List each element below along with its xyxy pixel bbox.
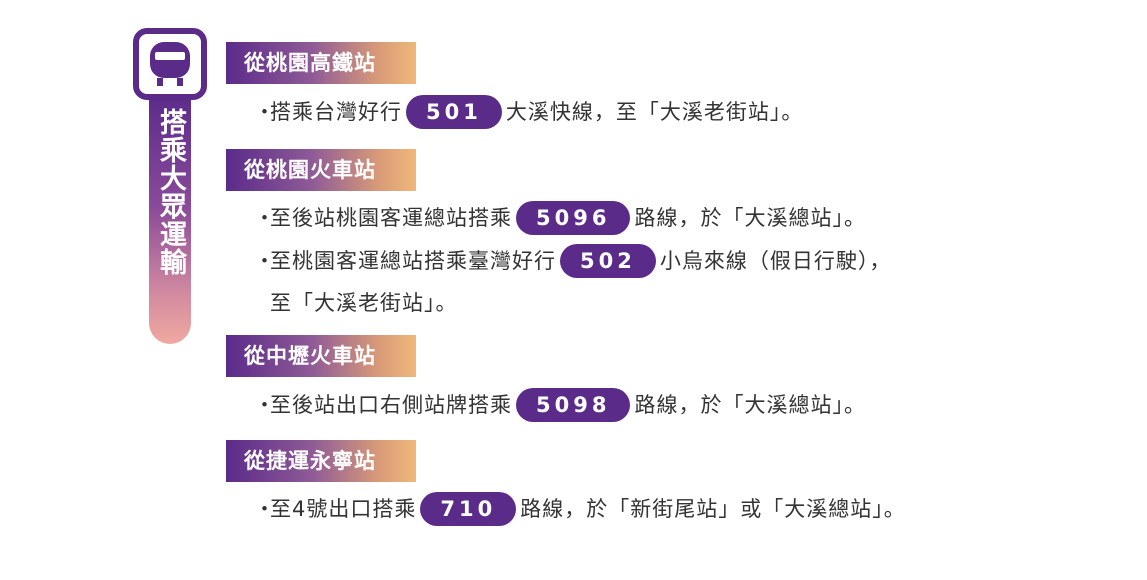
bullet: ・	[254, 206, 276, 230]
line-text-after: 路線，於「大溪總站」。	[634, 206, 866, 230]
route-line-5098: ・ 至後站出口右側站牌搭乘 5098 路線，於「大溪總站」。	[254, 385, 866, 425]
section-header-zhongli-station: 從中壢火車站	[226, 335, 416, 377]
bullet: ・	[254, 393, 276, 417]
route-number-badge: 710	[420, 492, 517, 526]
route-line-5096: ・ 至後站桃園客運總站搭乘 5096 路線，於「大溪總站」。	[254, 198, 866, 238]
route-number-badge: 5098	[516, 388, 631, 422]
route-number-badge: 5096	[516, 201, 631, 235]
badge-icon-frame	[133, 28, 207, 100]
badge-title: 搭乘大眾運輸	[155, 108, 186, 276]
line-continuation: 至「大溪老街站」。	[270, 291, 458, 315]
route-line-502: ・ 至桃園客運總站搭乘臺灣好行 502 小烏來線（假日行駛），	[254, 241, 891, 281]
route-number-badge: 501	[406, 95, 502, 129]
line-text-after: 大溪快線，至「大溪老街站」。	[505, 100, 804, 124]
route-number-badge: 502	[560, 244, 656, 278]
line-text-before: 至桃園客運總站搭乘臺灣好行	[270, 249, 556, 273]
section-header-yongning-mrt: 從捷運永寧站	[226, 440, 416, 482]
line-text-after: 路線，於「大溪總站」。	[634, 393, 866, 417]
section-header-hsr: 從桃園高鐵站	[226, 42, 416, 84]
line-text-before: 至4號出口搭乘	[270, 497, 417, 521]
line-text-before: 搭乘台灣好行	[270, 100, 402, 124]
line-text-before: 至後站出口右側站牌搭乘	[270, 393, 512, 417]
bullet: ・	[254, 249, 276, 273]
section-header-taoyuan-station: 從桃園火車站	[226, 149, 416, 191]
line-text-after: 路線，於「新街尾站」或「大溪總站」。	[520, 497, 906, 521]
badge-pill: 搭乘大眾運輸	[149, 94, 191, 344]
bullet: ・	[254, 497, 276, 521]
transit-badge: 搭乘大眾運輸	[133, 28, 207, 344]
bullet: ・	[254, 100, 276, 124]
route-line-710: ・ 至4號出口搭乘 710 路線，於「新街尾站」或「大溪總站」。	[254, 489, 906, 529]
line-text-before: 至後站桃園客運總站搭乘	[270, 206, 512, 230]
line-text-after: 小烏來線（假日行駛），	[659, 249, 892, 273]
bus-icon	[150, 42, 190, 86]
route-line-501: ・ 搭乘台灣好行 501 大溪快線，至「大溪老街站」。	[254, 92, 803, 132]
